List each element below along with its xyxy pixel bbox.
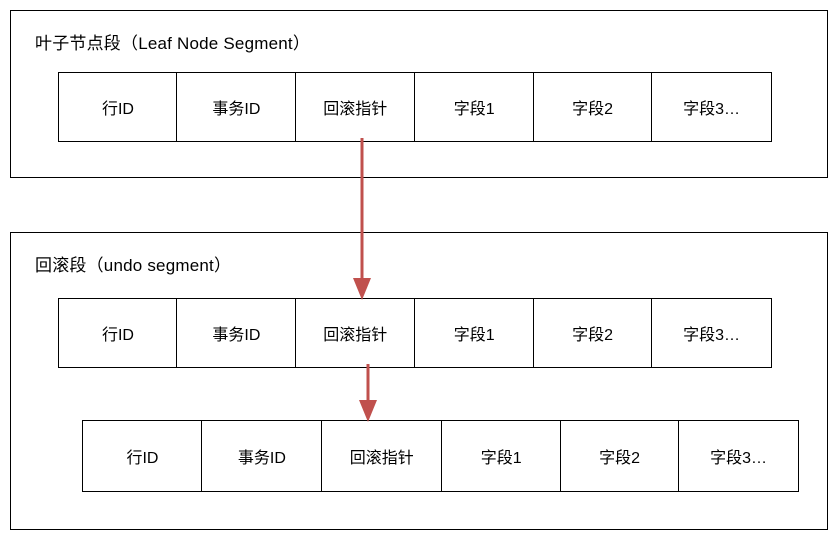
cell-trx-id: 事务ID [201,420,323,492]
arrow-leaf-to-undo-icon [353,138,371,300]
cell-field-3: 字段3… [651,298,773,368]
cell-field-2: 字段2 [559,420,680,492]
cell-row-id: 行ID [58,298,178,368]
record-table-undo-secondary: 行ID 事务ID 回滚指针 字段1 字段2 字段3… [82,420,805,492]
cell-trx-id: 事务ID [176,72,297,142]
cell-roll-pointer: 回滚指针 [294,72,416,142]
cell-field-3: 字段3… [651,72,773,142]
cell-row-id: 行ID [58,72,178,142]
cell-field-2: 字段2 [532,298,653,368]
cell-roll-pointer: 回滚指针 [294,298,416,368]
cell-trx-id: 事务ID [176,298,297,368]
cell-field-2: 字段2 [532,72,653,142]
cell-field-1: 字段1 [414,72,535,142]
arrow-undo-to-child-icon [359,364,377,422]
record-table-leaf-node: 行ID 事务ID 回滚指针 字段1 字段2 字段3… [58,72,778,142]
cell-field-1: 字段1 [441,420,562,492]
segment-title-leaf-node: 叶子节点段（Leaf Node Segment） [35,34,311,53]
cell-field-3: 字段3… [678,420,800,492]
cell-row-id: 行ID [82,420,203,492]
cell-roll-pointer: 回滚指针 [320,420,443,492]
record-table-undo-primary: 行ID 事务ID 回滚指针 字段1 字段2 字段3… [58,298,778,368]
segment-title-undo: 回滚段（undo segment） [35,256,232,275]
cell-field-1: 字段1 [414,298,535,368]
